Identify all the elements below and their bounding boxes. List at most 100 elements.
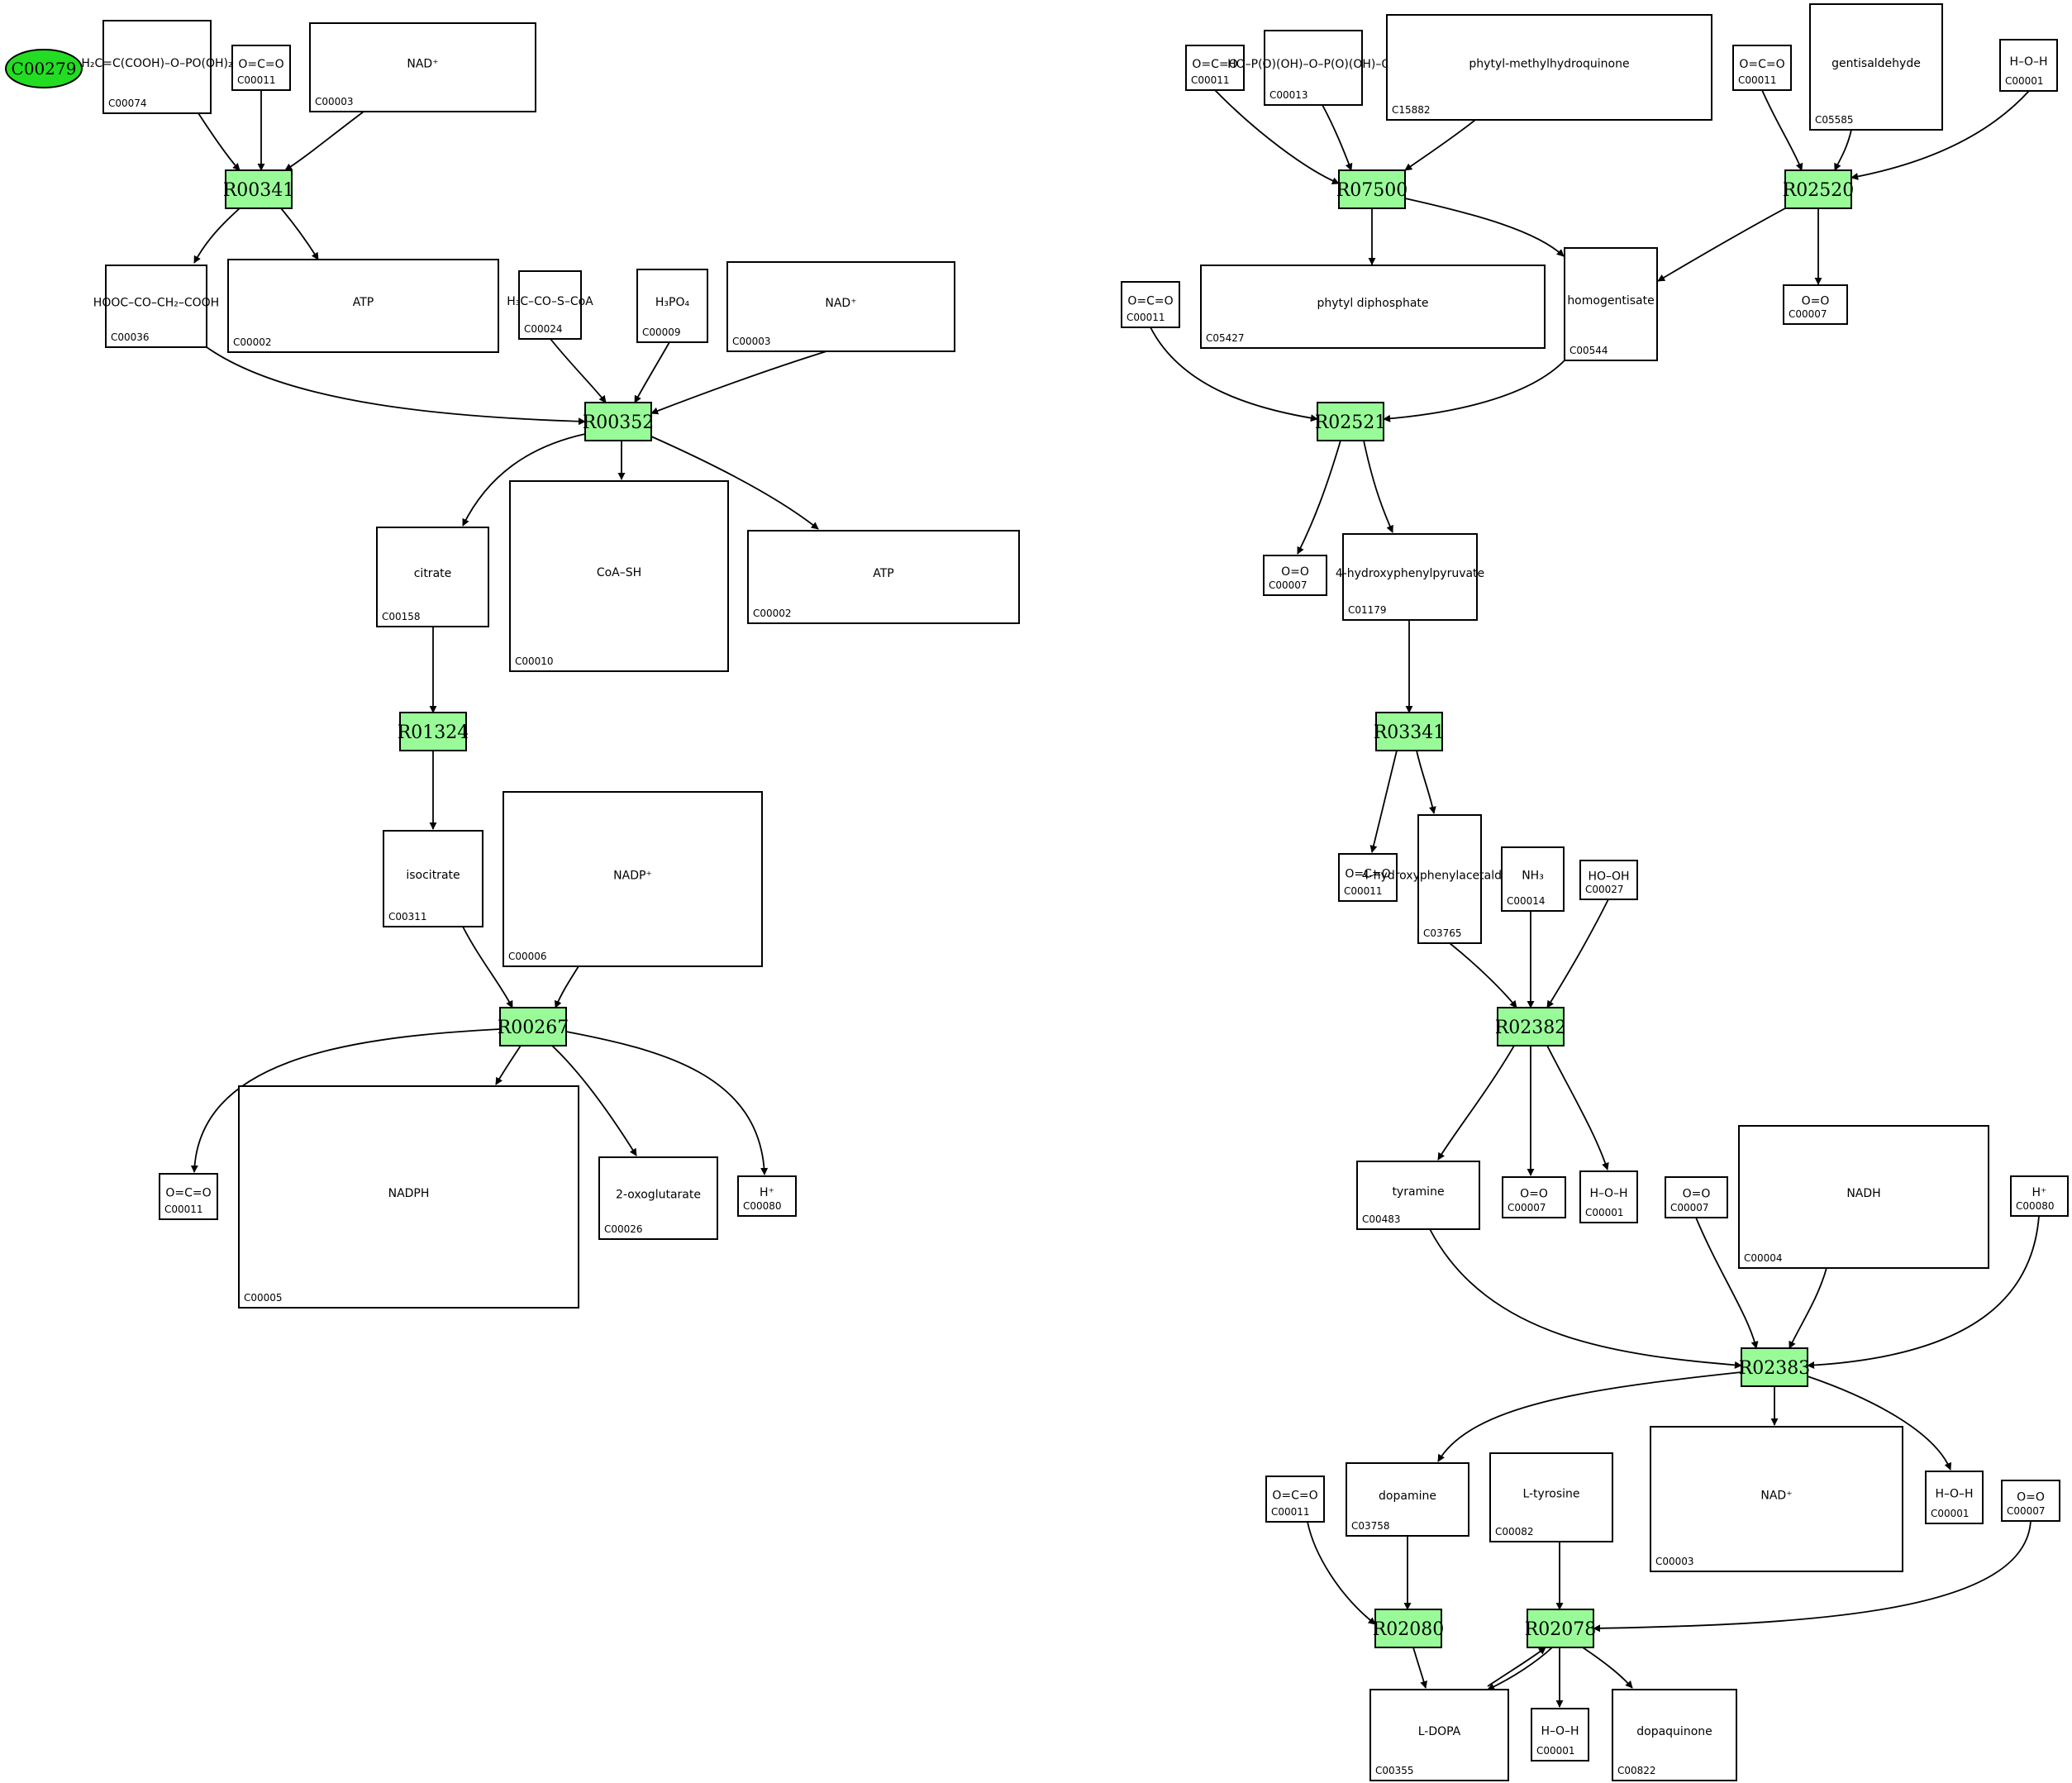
compound-box — [1783, 284, 1848, 325]
compound-structure: HO–P(O)(OH)–O–P(O)(OH)–OH — [1227, 58, 1399, 71]
compound-structure: O=C=O — [1345, 868, 1390, 881]
compound-c00009[interactable]: H₃PO₄ C00009 — [636, 269, 708, 343]
compound-box — [1346, 1462, 1469, 1537]
reaction-label: R02520 — [1783, 180, 1855, 201]
compound-id: C00001 — [2005, 75, 2044, 87]
reaction-r02520[interactable]: R02520 — [1783, 169, 1855, 209]
edge-arrow — [190, 1028, 501, 1173]
compound-c00003[interactable]: NAD⁺C00003 — [309, 22, 536, 112]
compound-structure: H–O–H — [1541, 1725, 1579, 1738]
compound-id: C00009 — [642, 327, 681, 338]
reaction-r02078[interactable]: R02078 — [1525, 1609, 1597, 1648]
reaction-r02383[interactable]: R02383 — [1739, 1347, 1811, 1387]
reaction-r03341[interactable]: R03341 — [1374, 712, 1446, 751]
compound-structure: H–O–H — [2009, 55, 2047, 69]
reaction-r02080[interactable]: R02080 — [1373, 1609, 1445, 1648]
compound-id: C00007 — [1269, 579, 1308, 591]
edge-arrow — [1761, 89, 1803, 171]
reaction-r07500[interactable]: R07500 — [1336, 169, 1408, 209]
compound-c00003[interactable]: NAD⁺C00003 — [1650, 1426, 1903, 1572]
compound-box — [636, 269, 708, 343]
compound-c00001[interactable]: H–O–H C00001 — [1999, 39, 2058, 92]
compound-box — [747, 530, 1020, 624]
compound-c00080[interactable]: H⁺C00080 — [737, 1175, 797, 1217]
compound-id: C00004 — [1744, 1252, 1783, 1264]
compound-c00006[interactable]: NADP⁺C00006 — [503, 791, 763, 967]
reaction-label: R02521 — [1315, 412, 1387, 433]
edge-arrow — [1449, 942, 1517, 1008]
reaction-r00267[interactable]: R00267 — [498, 1007, 569, 1046]
compound-box — [1809, 3, 1943, 131]
compound-box — [1650, 1426, 1903, 1572]
compound-structure: H₃PO₄ — [655, 296, 690, 309]
compound-id: C00003 — [732, 336, 771, 347]
compound-structure: dopamine — [1379, 1490, 1436, 1503]
reaction-r00341[interactable]: R00341 — [223, 169, 295, 209]
compound-structure: NAD⁺ — [825, 297, 856, 310]
reaction-box — [1375, 712, 1443, 751]
compound-structure: L-DOPA — [1418, 1725, 1461, 1738]
reaction-r02382[interactable]: R02382 — [1495, 1007, 1567, 1046]
edge-arrow — [1363, 440, 1393, 533]
compound-id: C00007 — [1789, 308, 1827, 320]
compound-id: C00024 — [524, 323, 563, 335]
compound-c00003[interactable]: NAD⁺ C00003 — [726, 261, 955, 352]
reaction-r00352[interactable]: R00352 — [583, 402, 655, 441]
compound-id: C00080 — [743, 1200, 782, 1212]
reaction-r01324[interactable]: R01324 — [398, 712, 469, 751]
compound-structure: H⁺ — [2032, 1186, 2047, 1199]
compound-structure: H⁺ — [760, 1186, 774, 1199]
compound-id: C00011 — [1191, 74, 1230, 86]
start-node-c00279[interactable]: C00279 — [5, 49, 83, 88]
compound-structure: HO–OH — [1588, 870, 1629, 884]
compound-box — [1579, 860, 1638, 900]
compound-c00080[interactable]: H⁺C00080 — [2010, 1175, 2069, 1217]
edge-arrow — [1807, 1375, 1952, 1471]
compound-box — [1612, 1689, 1737, 1781]
compound-id: C00001 — [1585, 1207, 1624, 1218]
reaction-r02521[interactable]: R02521 — [1315, 402, 1387, 441]
compound-box — [2010, 1175, 2069, 1217]
compound-id: C00010 — [515, 656, 554, 667]
